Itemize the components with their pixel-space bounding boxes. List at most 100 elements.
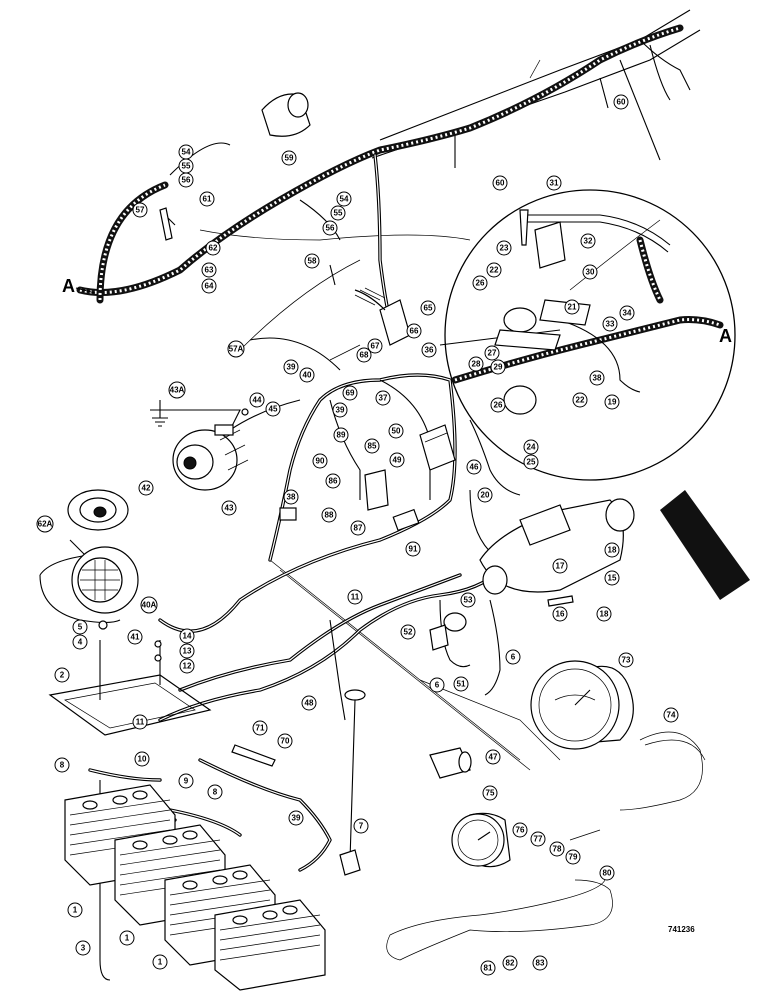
callout-54: 54 (336, 191, 352, 207)
svg-text:52: 52 (404, 628, 413, 637)
callout-7: 7 (353, 818, 369, 834)
svg-text:67: 67 (371, 342, 380, 351)
callout-12: 12 (179, 658, 195, 674)
callout-20: 20 (477, 487, 493, 503)
svg-text:34: 34 (623, 309, 632, 318)
solenoid-detail (494, 221, 591, 415)
callout-79: 79 (565, 849, 581, 865)
callout-22: 22 (486, 262, 502, 278)
svg-text:37: 37 (379, 394, 388, 403)
svg-text:14: 14 (183, 632, 192, 641)
svg-text:53: 53 (464, 596, 473, 605)
fuel-sender-rod (339, 689, 366, 876)
callout-73: 73 (618, 652, 634, 668)
callout-68: 68 (356, 347, 372, 363)
voltage-regulator (419, 424, 456, 471)
callout-44: 44 (249, 392, 265, 408)
svg-text:51: 51 (457, 680, 466, 689)
callout-74: 74 (663, 707, 679, 723)
svg-text:31: 31 (550, 179, 559, 188)
svg-text:8: 8 (213, 788, 218, 797)
hour-meter (261, 92, 311, 137)
svg-text:16: 16 (556, 610, 565, 619)
svg-text:73: 73 (622, 656, 631, 665)
relay (364, 469, 389, 511)
svg-text:57: 57 (136, 206, 145, 215)
svg-text:55: 55 (334, 209, 343, 218)
callout-69: 69 (342, 385, 358, 401)
svg-text:64: 64 (205, 282, 214, 291)
callout-17: 17 (552, 558, 568, 574)
svg-text:43A: 43A (170, 386, 185, 395)
svg-text:43: 43 (225, 504, 234, 513)
svg-text:18: 18 (600, 610, 609, 619)
svg-text:87: 87 (354, 524, 363, 533)
svg-text:20: 20 (481, 491, 490, 500)
sender-unit (429, 747, 472, 779)
callout-78: 78 (549, 841, 565, 857)
svg-text:71: 71 (256, 724, 265, 733)
callout-1: 1 (119, 930, 135, 946)
callout-39: 39 (332, 402, 348, 418)
callout-41: 41 (127, 629, 143, 645)
svg-text:78: 78 (553, 845, 562, 854)
temperature-gauge (530, 660, 634, 750)
callout-19: 19 (604, 394, 620, 410)
svg-text:58: 58 (308, 257, 317, 266)
svg-text:77: 77 (534, 835, 543, 844)
callout-90: 90 (312, 453, 328, 469)
svg-text:83: 83 (536, 959, 545, 968)
callout-23: 23 (496, 240, 512, 256)
detail-view-a (444, 189, 750, 600)
callout-64: 64 (201, 278, 217, 294)
callout-1: 1 (152, 954, 168, 970)
callout-66: 66 (406, 323, 422, 339)
svg-text:8: 8 (60, 761, 65, 770)
callout-3: 3 (75, 940, 91, 956)
svg-text:40A: 40A (142, 601, 157, 610)
svg-text:4: 4 (78, 638, 83, 647)
svg-text:82: 82 (506, 959, 515, 968)
callout-10: 10 (134, 751, 150, 767)
callout-40A: 40A (140, 596, 158, 614)
work-lamp (71, 546, 139, 614)
callout-25: 25 (523, 454, 539, 470)
svg-text:25: 25 (527, 458, 536, 467)
callout-2: 2 (54, 667, 70, 683)
callout-56: 56 (178, 172, 194, 188)
starter-motor (479, 498, 635, 595)
svg-text:39: 39 (292, 814, 301, 823)
svg-text:44: 44 (253, 396, 262, 405)
callout-57: 57 (132, 202, 148, 218)
section-marker-left: A (62, 276, 75, 296)
svg-text:80: 80 (603, 869, 612, 878)
callout-8: 8 (207, 784, 223, 800)
callout-labels: 1 1 1 2 3 4 5 6 6 7 8 8 9 10 11 11 12 13… (36, 94, 679, 976)
svg-text:1: 1 (73, 906, 78, 915)
callout-32: 32 (580, 233, 596, 249)
horn (67, 489, 129, 531)
svg-text:38: 38 (593, 374, 602, 383)
svg-text:46: 46 (470, 463, 479, 472)
callout-87: 87 (350, 520, 366, 536)
callout-77: 77 (530, 831, 546, 847)
callout-27: 27 (484, 345, 500, 361)
svg-text:59: 59 (285, 154, 294, 163)
svg-text:40: 40 (303, 371, 312, 380)
fasteners (98, 207, 574, 767)
callout-15: 15 (604, 570, 620, 586)
callout-11: 11 (132, 714, 148, 730)
svg-text:19: 19 (608, 398, 617, 407)
svg-text:60: 60 (496, 179, 505, 188)
callout-56: 56 (322, 220, 338, 236)
svg-text:12: 12 (183, 662, 192, 671)
svg-text:56: 56 (326, 224, 335, 233)
callout-21: 21 (564, 299, 580, 315)
svg-text:30: 30 (586, 268, 595, 277)
svg-text:21: 21 (568, 303, 577, 312)
svg-text:48: 48 (305, 699, 314, 708)
callout-34: 34 (619, 305, 635, 321)
callout-13: 13 (179, 643, 195, 659)
callout-11: 11 (347, 589, 363, 605)
